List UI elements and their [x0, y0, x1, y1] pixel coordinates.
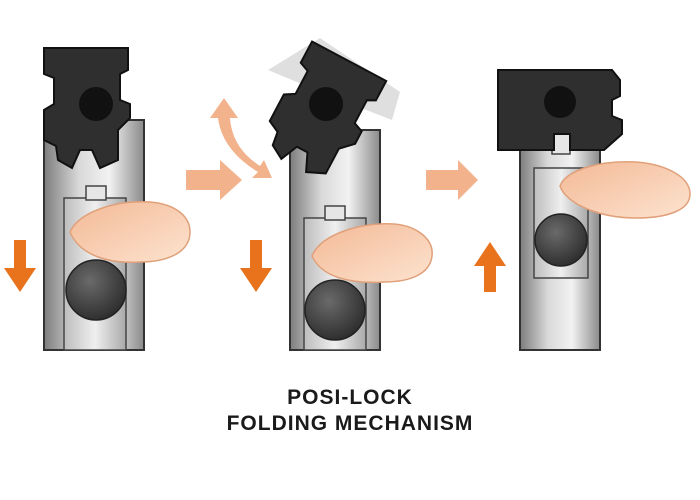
- step-1-hinge-hole: [79, 87, 113, 121]
- step-1-push-down-arrow: [4, 240, 36, 292]
- step-2-panel: [210, 38, 433, 351]
- flow-arrow-1: [186, 160, 242, 200]
- step-2-hinge-hole: [309, 87, 343, 121]
- step-1-thumb: [69, 201, 191, 264]
- step-3-hinge-hole: [544, 86, 576, 118]
- step-1-lock-pin: [85, 185, 107, 201]
- step-3-thumb: [559, 161, 691, 219]
- step-1-detent-ball: [65, 259, 127, 321]
- step-2-push-down-arrow: [240, 240, 272, 292]
- step-2-rotate-arrow: [210, 98, 272, 178]
- flow-arrow-2: [426, 160, 478, 200]
- caption-title-line-1: POSI-LOCK: [287, 386, 413, 409]
- step-3-panel: [474, 69, 691, 351]
- step-2-lock-pin: [324, 205, 346, 221]
- step-2-thumb: [311, 223, 433, 284]
- caption-title-line-2: FOLDING MECHANISM: [226, 412, 474, 435]
- step-2-detent-ball: [304, 279, 366, 341]
- step-1-panel: [4, 47, 191, 351]
- step-3-detent-ball: [534, 213, 588, 267]
- step-3-release-up-arrow: [474, 242, 506, 292]
